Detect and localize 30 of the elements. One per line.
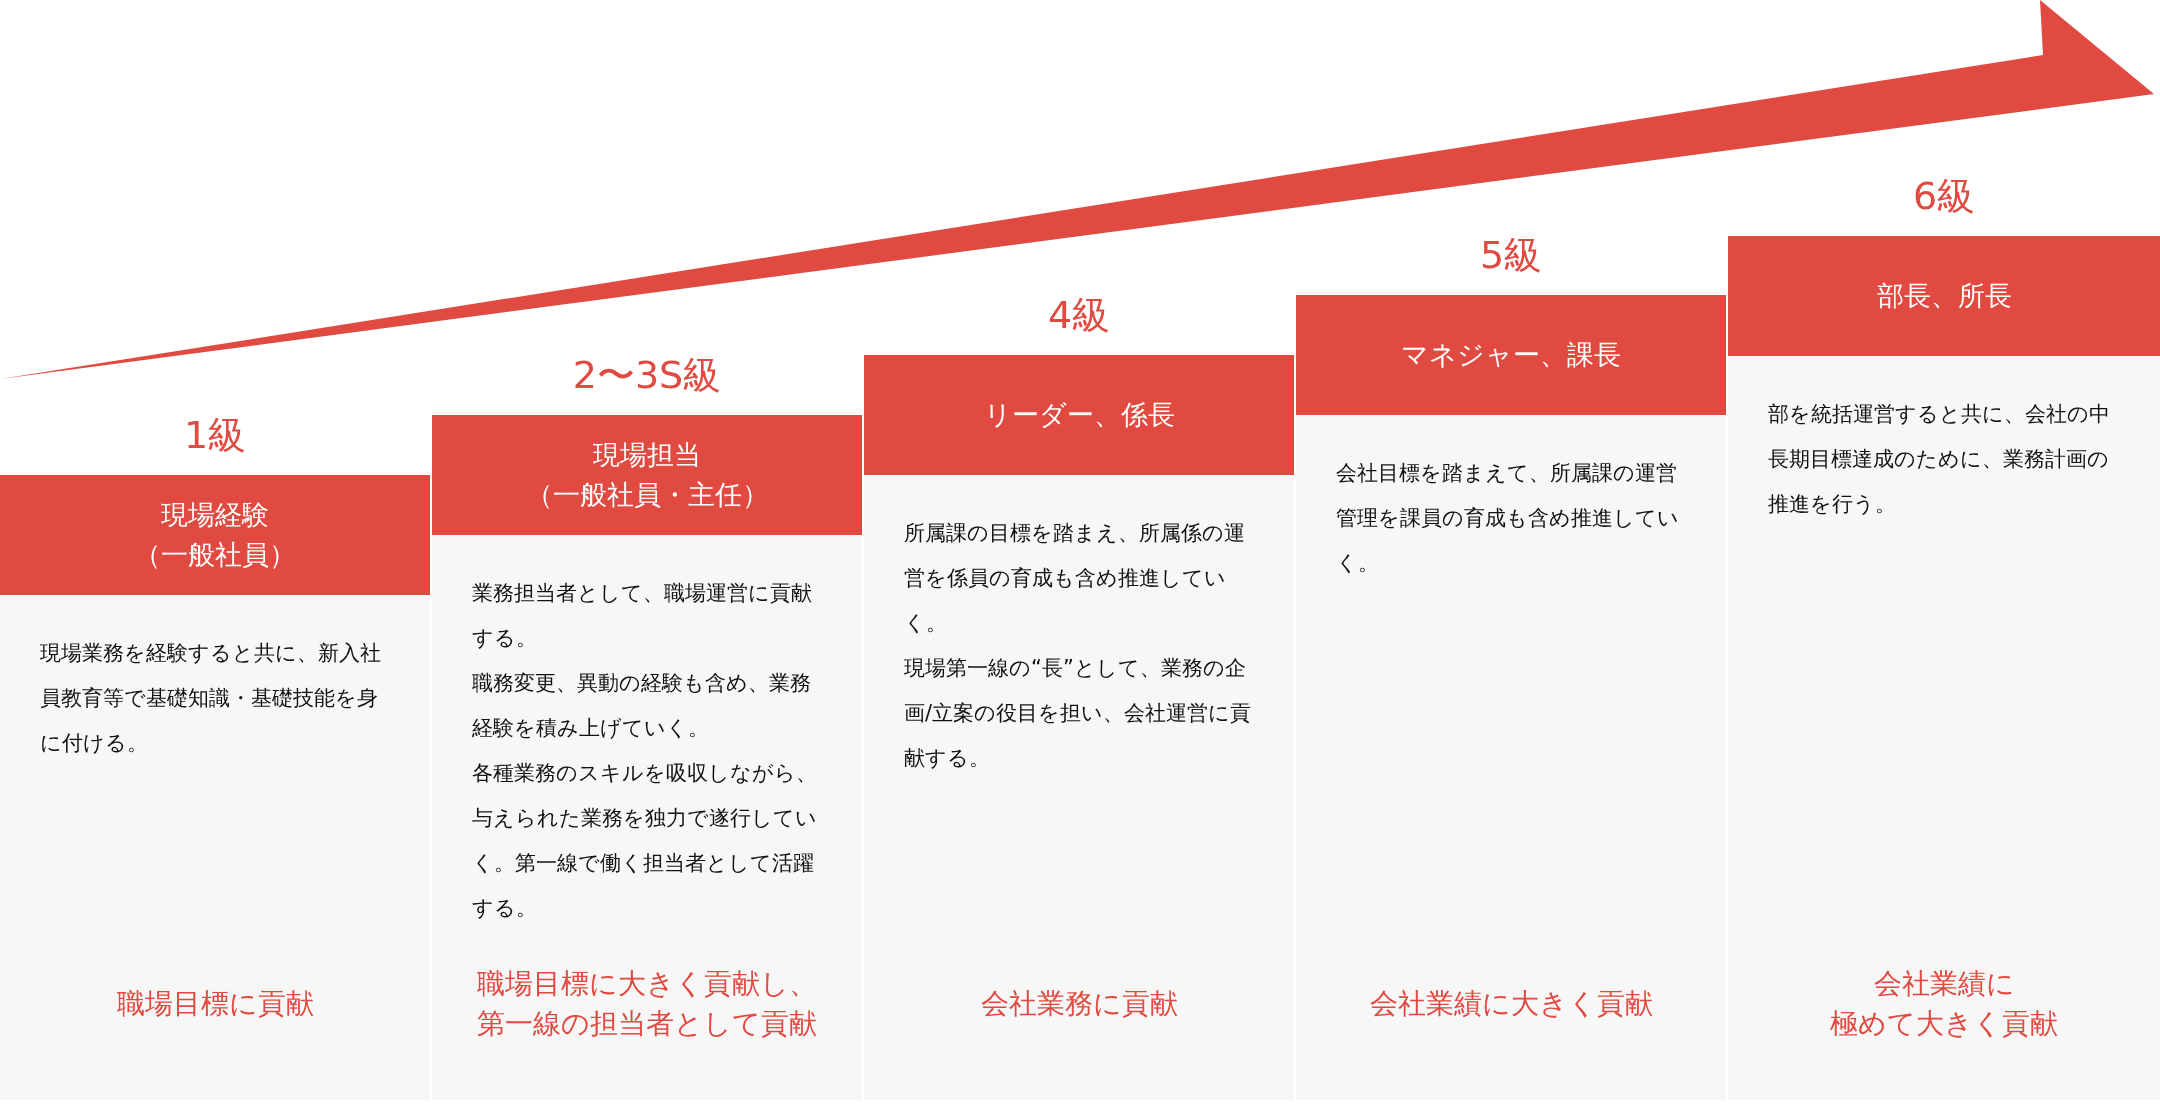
header-title: （一般社員・主任） bbox=[525, 478, 769, 512]
description-text: 現場業務を経験すると共に、新入社員教育等で基礎知識・基礎技能を身に付ける。 bbox=[40, 640, 382, 757]
contribution-text: 会社業務に貢献 bbox=[980, 986, 1178, 1022]
description-text: 所属課の目標を踏まえ、所属係の運営を係員の育成も含め推進していく。 bbox=[904, 520, 1246, 637]
header-title: マネジャー、課長 bbox=[1401, 338, 1621, 372]
description-panel bbox=[1296, 415, 1726, 1100]
description-text: 業務担当者として、職場運営に貢献する。 bbox=[472, 580, 813, 652]
description-text: 部を統括運営すると共に、会社の中長期目標達成のために、業務計画の推進を行う。 bbox=[1768, 401, 2111, 518]
description-panel bbox=[1728, 356, 2160, 1100]
description-text: 会社目標を踏まえて、所属課の運営管理を課員の育成も含め推進していく。 bbox=[1336, 460, 1680, 577]
description-panel bbox=[864, 475, 1294, 1100]
description-text: 現場第一線の“長”として、業務の企画/立案の役目を担い、会社運営に貢献する。 bbox=[904, 655, 1253, 772]
grade-label: 2〜3S級 bbox=[571, 353, 723, 397]
grade-label: 5級 bbox=[1478, 233, 1544, 277]
contribution-text: 職場目標に大きく貢献し、第一線の担当者として貢献 bbox=[477, 966, 817, 1042]
contribution-text: 会社業績に極めて大きく貢献 bbox=[1830, 966, 2058, 1042]
contribution-text: 会社業績に大きく貢献 bbox=[1369, 986, 1653, 1022]
header-title: リーダー、係長 bbox=[983, 398, 1175, 432]
grade-label: 6級 bbox=[1911, 174, 1977, 218]
header-title: 部長、所長 bbox=[1876, 279, 2012, 313]
header-title: （一般社員） bbox=[134, 538, 296, 572]
description-panel bbox=[432, 535, 862, 1100]
description-panel bbox=[0, 595, 430, 1100]
description-text: 職務変更、異動の経験も含め、業務経験を積み上げていく。 bbox=[472, 670, 812, 742]
description-text: 各種業務のスキルを吸収しながら、与えられた業務を独力で遂行していく。第一線で働く担当者として活躍する。 bbox=[472, 760, 818, 922]
header-title: 現場担当 bbox=[593, 438, 701, 472]
grade-label: 4級 bbox=[1046, 293, 1112, 337]
grade-label: 1級 bbox=[182, 413, 248, 457]
header-title: 現場経験 bbox=[161, 498, 269, 532]
contribution-text: 職場目標に貢献 bbox=[116, 986, 314, 1022]
